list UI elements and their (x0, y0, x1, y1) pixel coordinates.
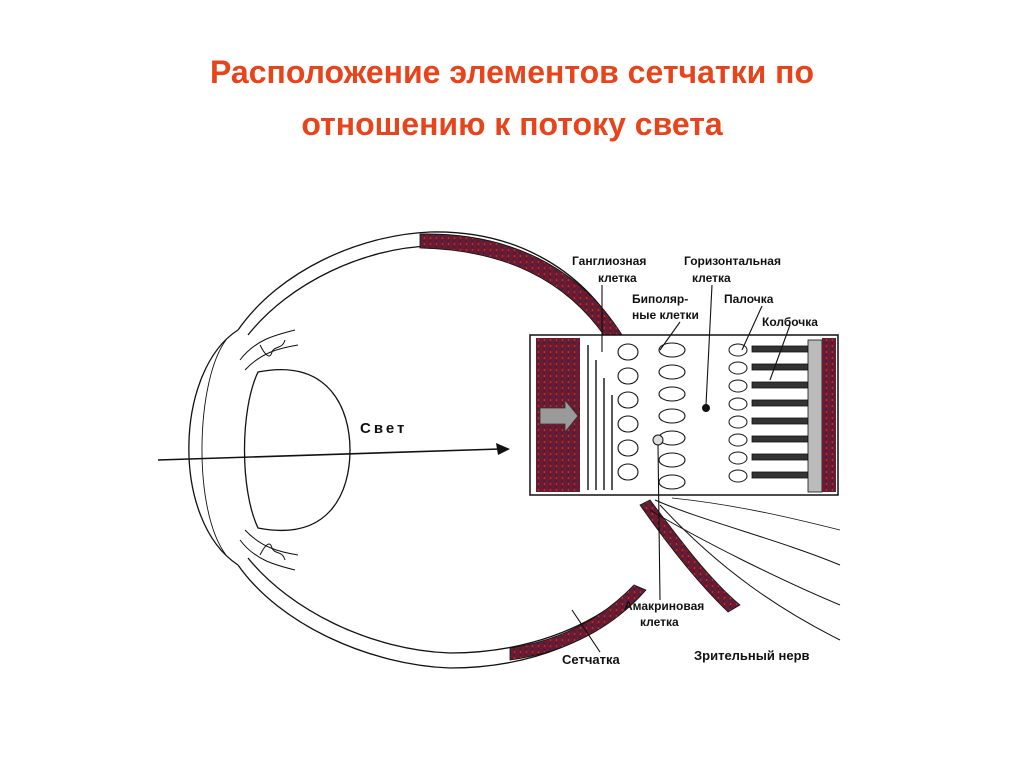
leader-lines (571, 284, 791, 653)
retina-label: Сетчатка (562, 652, 620, 667)
amacrine-label-2: клетка (640, 615, 679, 629)
retina-inset (529, 334, 839, 496)
light-ray (157, 443, 510, 461)
amacrine-label-1: Амакриновая (624, 599, 704, 613)
bipolar-label-2: ные клетки (632, 308, 699, 322)
horizontal-label-2: клетка (692, 271, 731, 285)
slide-title-line-2: отношению к потоку света (301, 106, 723, 142)
iris (239, 329, 299, 571)
ganglion-label-2: клетка (598, 271, 637, 285)
optic-nerve-label: Зрительный нерв (694, 648, 810, 663)
bipolar-label-1: Биполяр- (632, 292, 688, 306)
slide-title-line-1: Расположение элементов сетчатки по (209, 54, 815, 90)
ganglion-label-1: Ганглиозная (572, 254, 646, 268)
slide-title: Расположение элементов сетчатки по отнош… (0, 46, 1024, 150)
optic-nerve (649, 497, 841, 641)
light-label: Свет (360, 420, 407, 437)
cone-label: Колбочка (762, 315, 818, 329)
horizontal-label-1: Горизонтальная (684, 254, 781, 268)
light-arrow-icon (539, 398, 579, 434)
lens (243, 369, 351, 531)
rod-label: Палочка (724, 292, 774, 306)
